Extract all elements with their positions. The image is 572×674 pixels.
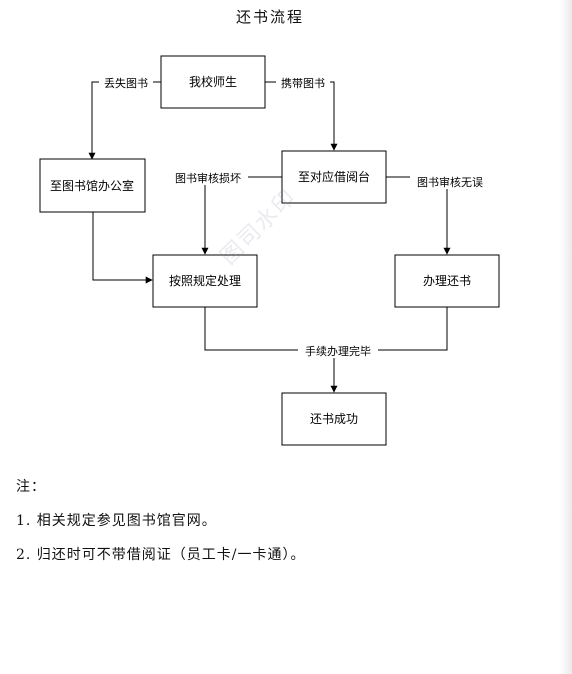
- node-process-return: 办理还书: [394, 254, 500, 308]
- edge-office-to-handle: [92, 212, 153, 284]
- node-library-office: 至图书馆办公室: [39, 158, 146, 213]
- note-item-2: 2. 归还时可不带借阅证（员工卡/一卡通）。: [16, 547, 306, 563]
- notes: 注： 1. 相关规定参见图书馆官网。 2. 归还时可不带借阅证（员工卡/一卡通）…: [16, 476, 536, 578]
- diagram-title: 还书流程: [235, 8, 304, 26]
- node-return-success: 还书成功: [281, 392, 387, 446]
- node-label-return-success: 还书成功: [310, 412, 358, 426]
- edge-label-carry-book: 携带图书: [281, 76, 325, 90]
- node-label-circulation-desk: 至对应借阅台: [298, 169, 370, 184]
- flowchart: 丢失图书 携带图书 图书审核损坏 图书审核无误 手续办理完毕 我校师生 至图书馆…: [39, 55, 500, 446]
- node-label-handle-by-rules: 按照规定处理: [169, 273, 241, 288]
- edge-label-book-ok: 图书审核无误: [417, 175, 483, 189]
- edge-label-procedure-done: 手续办理完毕: [305, 344, 371, 358]
- edge-labels: 丢失图书 携带图书 图书审核损坏 图书审核无误 手续办理完毕: [99, 75, 490, 358]
- node-teacher: 我校师生: [160, 55, 266, 109]
- edge-label-lost-book: 丢失图书: [104, 77, 148, 90]
- edge-handle-to-success: [204, 307, 338, 393]
- node-label-teacher: 我校师生: [189, 74, 237, 89]
- node-handle-by-rules: 按照规定处理: [152, 254, 258, 308]
- notes-heading: 注：: [16, 479, 46, 495]
- page-edge-shadow: [560, 0, 572, 674]
- node-label-library-office: 至图书馆办公室: [50, 178, 134, 193]
- node-label-process-return: 办理还书: [423, 273, 471, 288]
- edges: [88, 81, 451, 393]
- edge-lost-book: [88, 81, 161, 160]
- node-circulation-desk: 至对应借阅台: [281, 150, 387, 204]
- edge-label-book-damaged: 图书审核损坏: [175, 171, 241, 185]
- edge-carry-book: [265, 81, 338, 151]
- note-item-1: 1. 相关规定参见图书馆官网。: [16, 513, 217, 529]
